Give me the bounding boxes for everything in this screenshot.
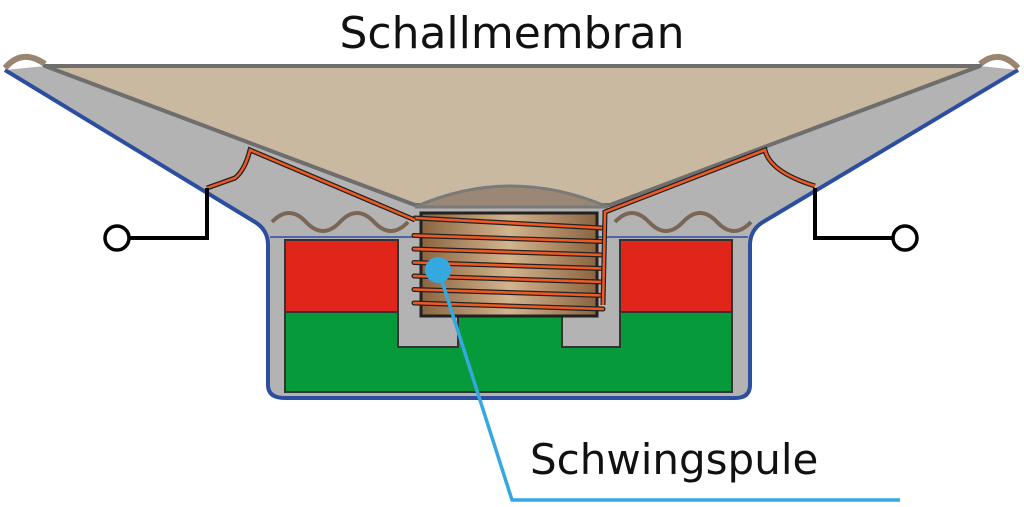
- magnet-right: [619, 239, 733, 313]
- coil-winding: [413, 216, 605, 230]
- coil-winding: [412, 247, 605, 257]
- lead-wire-left-core: [206, 148, 416, 222]
- terminal-right: [891, 224, 919, 252]
- terminal-wire-right: [813, 188, 892, 240]
- terminal-wire-left: [130, 188, 209, 240]
- coil-pointer-line: [438, 274, 900, 502]
- cone: [43, 64, 982, 207]
- coil-pointer-dot: [425, 257, 451, 283]
- magnet-left: [284, 239, 399, 313]
- surround-right: [978, 54, 1021, 71]
- basket-outline: [3, 68, 1020, 400]
- terminal-left: [103, 224, 131, 252]
- spider-left: [270, 211, 410, 233]
- surround-left: [2, 54, 47, 71]
- lead-wire-right-core: [601, 148, 816, 306]
- dust-cap: [414, 184, 609, 209]
- spider-right: [613, 211, 753, 233]
- cone-label: Schallmembran: [339, 8, 684, 59]
- pole-piece: [284, 311, 733, 393]
- voice-coil-label: Schwingspule: [530, 435, 818, 484]
- coil-winding: [412, 301, 605, 311]
- coil-winding: [412, 234, 605, 243]
